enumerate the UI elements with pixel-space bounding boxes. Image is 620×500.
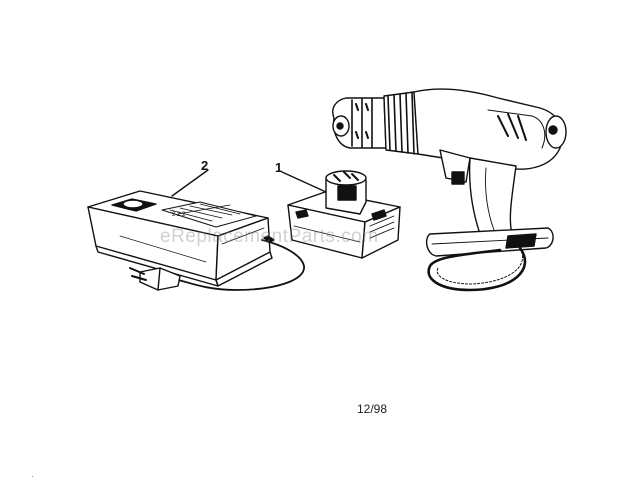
power-cord-illustration	[129, 235, 305, 291]
date-code: 12/98	[357, 402, 388, 416]
battery-pack-illustration	[287, 170, 401, 259]
charger-illustration: 2 2 2	[87, 190, 273, 287]
drill-illustration	[332, 88, 567, 292]
corner-mark: ·	[31, 472, 34, 481]
callout-number-battery: 1	[275, 160, 283, 175]
leader-line-2	[171, 169, 209, 197]
callout-number-charger: 2	[201, 158, 209, 173]
leader-line-1	[281, 171, 327, 193]
svg-text:2 2 2: 2 2 2	[172, 212, 186, 218]
watermark: eReplacementParts.com	[160, 226, 379, 247]
